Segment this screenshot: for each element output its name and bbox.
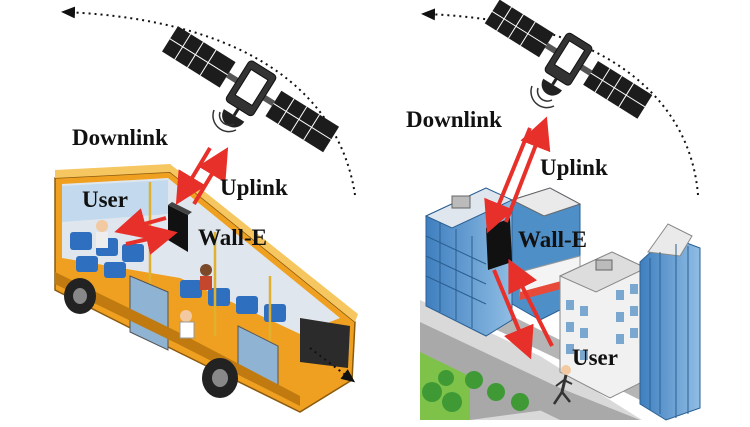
tree-icons: [422, 370, 529, 412]
user-label-left: User: [82, 187, 128, 212]
walle-label-left: Wall-E: [198, 225, 268, 250]
satellite-icon-left: [162, 26, 340, 153]
passenger-figures: [96, 220, 212, 339]
signal-arrows-left: [114, 146, 229, 255]
city-illustration: [420, 187, 701, 421]
signal-waves-icon-right: [530, 85, 555, 109]
signal-arrows-right: [484, 116, 554, 360]
uplink-arrow-left: [192, 147, 229, 206]
right-scene: [420, 0, 701, 421]
uplink-arrow-right: [504, 116, 551, 223]
downlink-label-right: Downlink: [406, 107, 502, 132]
signal-waves-icon-left: [212, 109, 237, 133]
uplink-label-left: Uplink: [220, 175, 288, 200]
user-to-walle-arrow: [125, 223, 178, 255]
runner-figure: [552, 365, 573, 405]
user-to-walle-arrow-right: [508, 258, 554, 347]
user-label-right: User: [572, 345, 618, 370]
left-scene: [54, 6, 358, 413]
uplink-label-right: Uplink: [540, 155, 608, 180]
satellite-icon-right: [484, 0, 653, 119]
downlink-label-left: Downlink: [72, 125, 168, 150]
walle-label-right: Wall-E: [518, 227, 588, 252]
walle-to-user-arrow-right: [492, 269, 534, 360]
